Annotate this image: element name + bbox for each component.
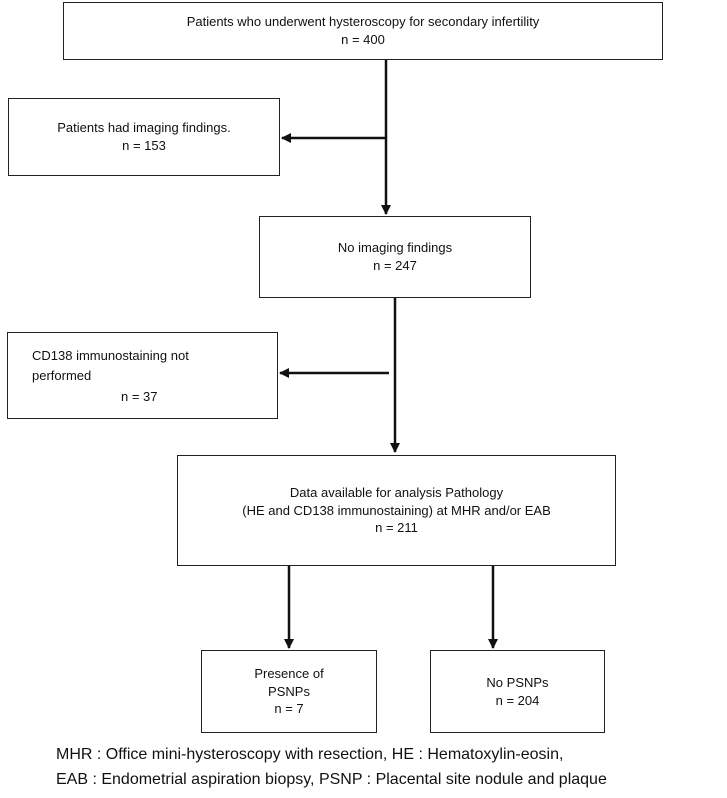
box-psnp-absent-count: n = 204 — [495, 692, 540, 708]
box-analysis-title-line1: Data available for analysis Pathology — [289, 485, 504, 501]
box-analysis-count: n = 211 — [375, 520, 418, 536]
box-no-imaging-findings: No imaging findings n = 247 — [259, 216, 531, 298]
box-total-patients: Patients who underwent hysteroscopy for … — [63, 2, 663, 60]
box-psnp-present-line2: PSNPs — [268, 683, 310, 699]
box-psnp-present: Presence of PSNPs n = 7 — [201, 650, 377, 733]
box-analysis: Data available for analysis Pathology (H… — [177, 455, 616, 566]
box-psnp-present-line1: Presence of — [254, 666, 324, 682]
box-no-imaging-title: No imaging findings — [337, 240, 453, 256]
box-analysis-title-line2: (HE and CD138 immunostaining) at MHR and… — [242, 502, 551, 518]
box-psnp-absent-title: No PSNPs — [486, 674, 549, 690]
footnote-line2: EAB : Endometrial aspiration biopsy, PSN… — [56, 771, 607, 788]
box-cd138-not-performed: CD138 immunostaining not performed n = 3… — [7, 332, 278, 419]
box-imaging-title: Patients had imaging findings. — [57, 120, 231, 136]
box-cd138-count: n = 37 — [121, 389, 158, 404]
box-no-imaging-count: n = 247 — [373, 258, 417, 273]
box-imaging-findings: Patients had imaging findings. n = 153 — [8, 98, 280, 176]
box-cd138-title-line1: CD138 immunostaining not — [32, 348, 189, 363]
box-imaging-count: n = 153 — [122, 138, 166, 153]
footnote-line1: MHR : Office mini-hysteroscopy with rese… — [56, 746, 564, 763]
box-total-title: Patients who underwent hysteroscopy for … — [186, 14, 540, 30]
box-psnp-present-count: n = 7 — [274, 701, 304, 717]
box-total-count: n = 400 — [341, 32, 385, 47]
box-cd138-title-line2: performed — [32, 368, 92, 383]
box-psnp-absent: No PSNPs n = 204 — [430, 650, 605, 733]
